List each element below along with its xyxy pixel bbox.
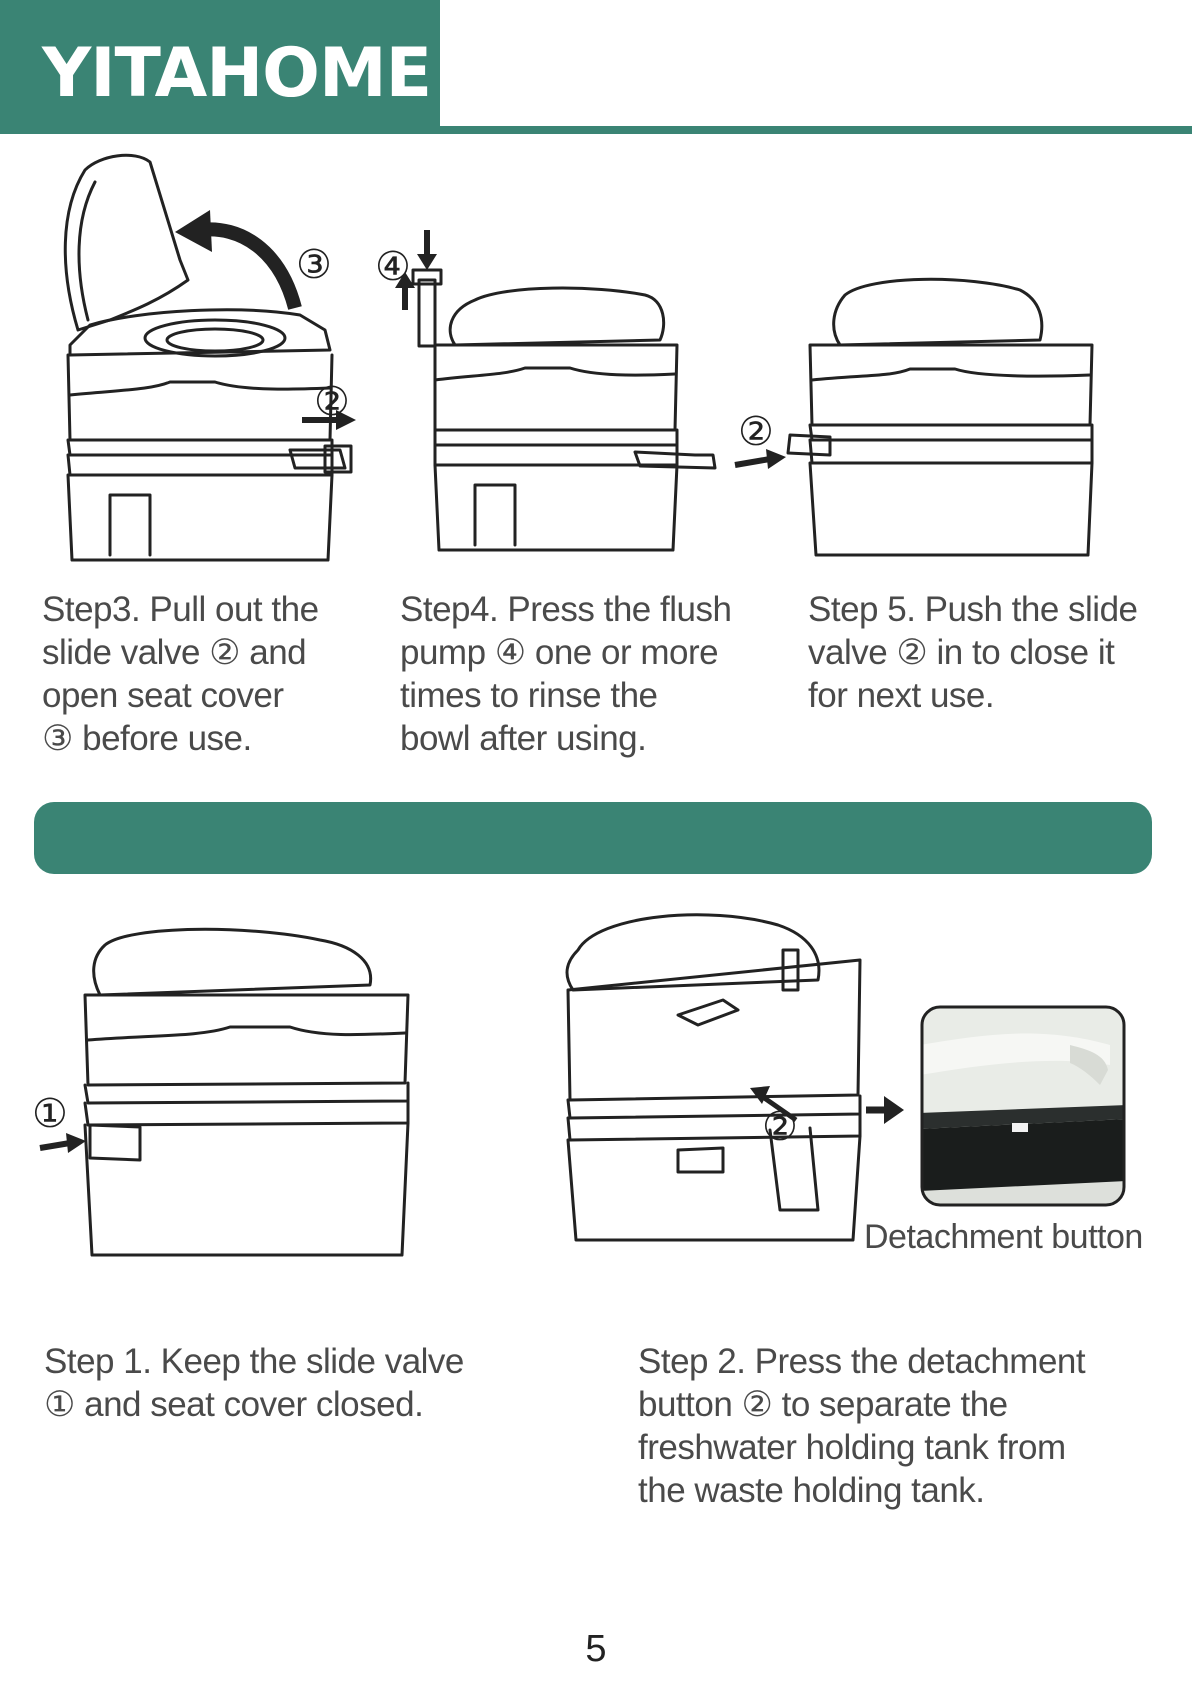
step3-line-3: open seat cover xyxy=(42,676,284,715)
step2-line-2: button ② to separate the xyxy=(638,1385,1008,1424)
step5-line-3: for next use. xyxy=(808,676,995,715)
step2-caption: Step 2. Press the detachment button ② to… xyxy=(638,1340,1086,1512)
step3-marker-3: ③ xyxy=(296,242,332,288)
step5-line-1: Step 5. Push the slide xyxy=(808,590,1138,629)
step2-line-3: freshwater holding tank from xyxy=(638,1428,1066,1467)
step3-line-2: slide valve ② and xyxy=(42,633,307,672)
step5-illustration: ② xyxy=(734,277,1094,557)
step1-line-1: Step 1. Keep the slide valve xyxy=(44,1342,464,1381)
step1-illustration: ① xyxy=(32,927,410,1257)
step1-marker-1: ① xyxy=(32,1091,68,1137)
step5-line-2: valve ② in to close it xyxy=(808,633,1115,672)
step4-line-3: times to rinse the xyxy=(400,676,658,715)
step3-line-4: ③ before use. xyxy=(42,719,252,758)
page-number: 5 xyxy=(585,1628,607,1670)
brand-logo-text: YITAHOME xyxy=(42,34,432,113)
step3-line-1: Step3. Pull out the xyxy=(42,590,319,629)
step1-caption: Step 1. Keep the slide valve ① and seat … xyxy=(44,1340,464,1426)
step4-line-1: Step4. Press the flush xyxy=(400,590,732,629)
header-rule xyxy=(440,126,1192,134)
section-divider-bar xyxy=(34,802,1152,874)
step5-marker-2: ② xyxy=(738,409,774,455)
step3-caption: Step3. Pull out the slide valve ② and op… xyxy=(42,588,319,760)
step1-line-2: ① and seat cover closed. xyxy=(44,1385,424,1424)
step2-illustration: ② xyxy=(565,913,904,1242)
step2-line-4: the waste holding tank. xyxy=(638,1471,985,1510)
step2-marker-2: ② xyxy=(762,1104,798,1150)
step5-caption: Step 5. Push the slide valve ② in to clo… xyxy=(808,588,1138,717)
brand-banner: YITAHOME xyxy=(0,0,440,134)
detachment-button-detail-photo xyxy=(920,1005,1126,1207)
step4-caption: Step4. Press the flush pump ④ one or mor… xyxy=(400,588,732,760)
step4-line-4: bowl after using. xyxy=(400,719,647,758)
step3-illustration: ③ ② xyxy=(63,153,356,562)
step4-line-2: pump ④ one or more xyxy=(400,633,719,672)
step4-marker-4: ④ xyxy=(375,244,411,290)
step3-marker-2: ② xyxy=(314,379,350,425)
step4-illustration: ④ xyxy=(375,230,717,552)
detachment-button-label: Detachment button xyxy=(864,1218,1143,1256)
step2-line-1: Step 2. Press the detachment xyxy=(638,1342,1086,1381)
